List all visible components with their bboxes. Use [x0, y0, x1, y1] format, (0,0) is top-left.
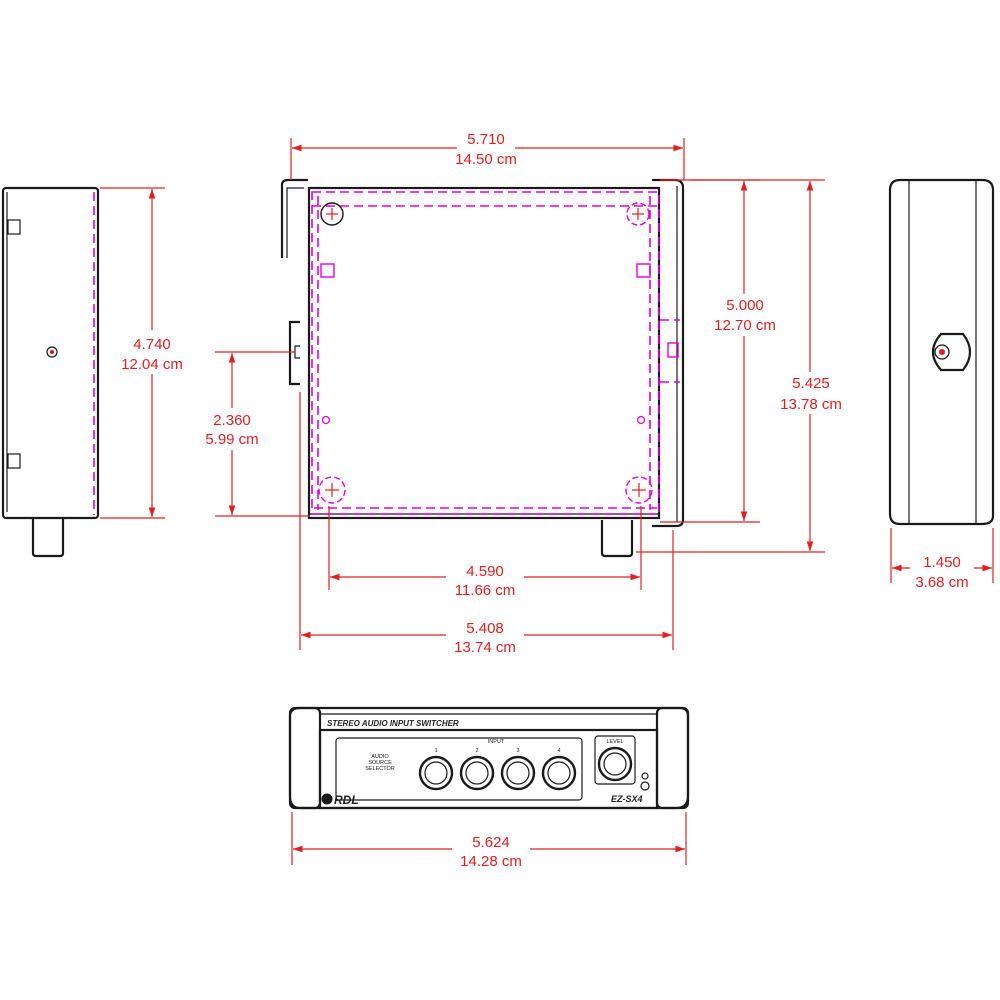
input-button-4 [541, 755, 577, 791]
front-view: STEREO AUDIO INPUT SWITCHER AUDIO SOURCE… [288, 706, 690, 810]
level-knob [597, 746, 633, 782]
dimension-lines [100, 138, 994, 865]
screw-cross-icon [626, 202, 650, 226]
screw-cross-icon [318, 476, 346, 504]
screw-cross-icon [320, 202, 344, 226]
dim-top-width-cm: 14.50 cm [455, 151, 517, 168]
dim-side-depth-cm: 3.68 cm [915, 574, 968, 591]
dim-hole-height-in: 2.360 [213, 412, 251, 429]
dim-bottom-width-cm: 13.74 cm [454, 639, 516, 656]
svg-text:SELECTOR: SELECTOR [365, 766, 395, 772]
left-side-view [1, 186, 100, 558]
model-label: EZ-SX4 [611, 794, 643, 804]
dim-side-depth-in: 1.450 [923, 554, 961, 571]
dimension-labels: 5.710 14.50 cm 4.740 12.04 cm 2.360 5.99… [115, 128, 974, 873]
svg-text:AUDIO: AUDIO [371, 754, 389, 760]
input-button-1 [418, 755, 454, 791]
dim-left-height-in: 4.740 [133, 336, 171, 353]
dim-front-width-cm: 14.28 cm [460, 853, 522, 870]
svg-text:3: 3 [516, 748, 519, 754]
dim-overall-height-cm: 13.78 cm [780, 396, 842, 413]
rdl-logo-dot-icon [321, 793, 333, 805]
mounting-hole-icon [934, 344, 950, 360]
dim-overall-height-in: 5.425 [792, 375, 830, 392]
brand-logo: RDL [334, 793, 359, 807]
svg-text:SOURCE: SOURCE [368, 760, 392, 766]
led-icon [640, 781, 650, 791]
right-side-view [888, 178, 995, 526]
dim-left-height-cm: 12.04 cm [121, 356, 183, 373]
svg-text:4: 4 [557, 748, 560, 754]
front-panel-title: STEREO AUDIO INPUT SWITCHER [327, 719, 459, 728]
input-button-3 [500, 755, 536, 791]
dim-top-width-in: 5.710 [467, 131, 505, 148]
dim-front-width-in: 5.624 [472, 834, 510, 851]
main-top-view [280, 178, 685, 558]
dim-feet-spacing-cm: 11.66 cm [455, 582, 516, 599]
level-label: LEVEL [606, 739, 623, 745]
svg-text:1: 1 [434, 748, 437, 754]
led-icon [641, 772, 649, 780]
dim-bottom-width-in: 5.408 [466, 620, 504, 637]
screw-cross-icon [625, 476, 653, 504]
input-label: INPUT [488, 739, 505, 745]
dim-feet-spacing-in: 4.590 [466, 563, 504, 580]
svg-text:2: 2 [475, 748, 478, 754]
input-button-2 [459, 755, 495, 791]
dim-inner-height-cm: 12.70 cm [714, 317, 776, 334]
dim-inner-height-in: 5.000 [726, 297, 764, 314]
mounting-hole-icon [46, 346, 58, 358]
dim-hole-height-cm: 5.99 cm [205, 431, 258, 448]
